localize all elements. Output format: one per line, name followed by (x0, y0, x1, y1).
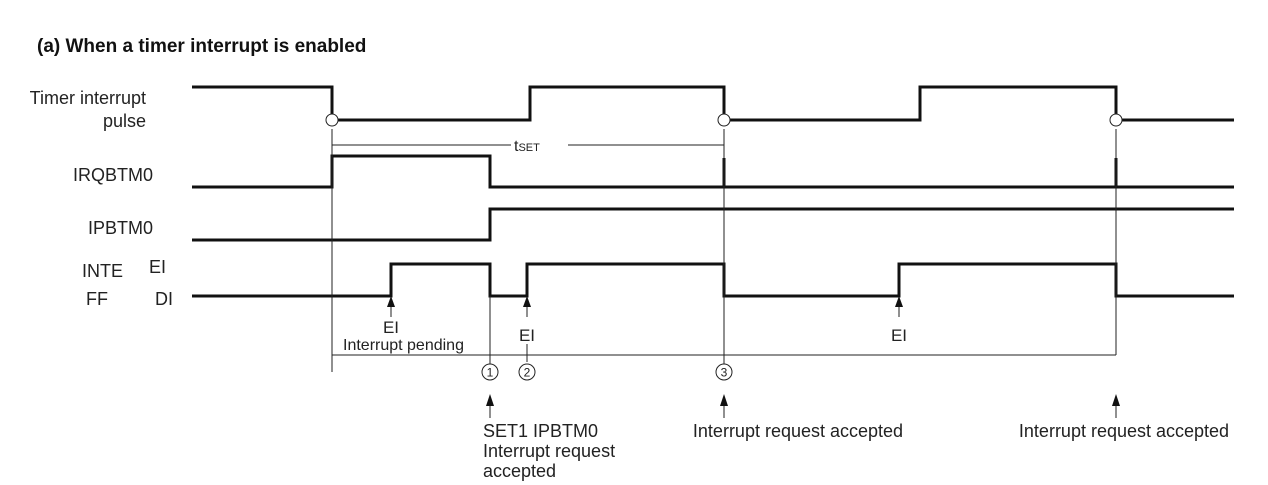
event-1-line1: SET1 IPBTM0 (483, 421, 598, 441)
interrupt-pending-label: Interrupt pending (343, 337, 464, 354)
tset-main: t (514, 138, 519, 155)
ipbtm0-label: IPBTM0 (88, 218, 153, 238)
event-1-line2: Interrupt request (483, 441, 615, 461)
inte-di-level-label: DI (155, 289, 173, 309)
event-arrowhead-1 (486, 394, 494, 406)
timer-pulse-label-line2: pulse (103, 111, 146, 131)
ipbtm0-waveform (192, 207, 1234, 242)
ei-arrowhead-2 (523, 296, 531, 307)
ff-label: FF (86, 289, 108, 309)
event-2-label: Interrupt request accepted (693, 421, 903, 441)
event-arrowhead-3 (1112, 394, 1120, 406)
inte-ei-level-label: EI (149, 257, 166, 277)
diagram-title: (a) When a timer interrupt is enabled (37, 36, 366, 57)
marker-2-circle (518, 363, 536, 381)
ei-annotation-1: EI (383, 318, 399, 337)
event-3-label: Interrupt request accepted (1019, 421, 1229, 441)
event-1-line3: accepted (483, 461, 556, 481)
timer-falling-edge-marker-2 (717, 113, 731, 127)
irqbtm0-label: IRQBTM0 (73, 165, 153, 185)
ei-arrowhead-1 (387, 296, 395, 307)
marker-3-circle (715, 363, 733, 381)
ei-arrowhead-3 (895, 296, 903, 307)
marker-1-label: 1 (487, 366, 494, 380)
timer-pulse-label-line1: Timer interrupt (30, 88, 146, 108)
event-arrowhead-2 (720, 394, 728, 406)
tset-subscript: SET (518, 142, 540, 154)
irqbtm0-waveform (192, 154, 1234, 189)
timer-falling-edge-marker-1 (325, 113, 339, 127)
timer-falling-edge-marker-3 (1109, 113, 1123, 127)
ei-annotation-3: EI (891, 326, 907, 345)
ei-annotation-2: EI (519, 326, 535, 345)
inte-ff-waveform (192, 262, 1234, 298)
tset-label: tSET (514, 138, 540, 155)
marker-2-label: 2 (524, 366, 531, 380)
inte-label: INTE (82, 261, 123, 281)
marker-1-circle (481, 363, 499, 381)
marker-3-label: 3 (721, 366, 728, 380)
timer-pulse-waveform (192, 85, 1234, 122)
